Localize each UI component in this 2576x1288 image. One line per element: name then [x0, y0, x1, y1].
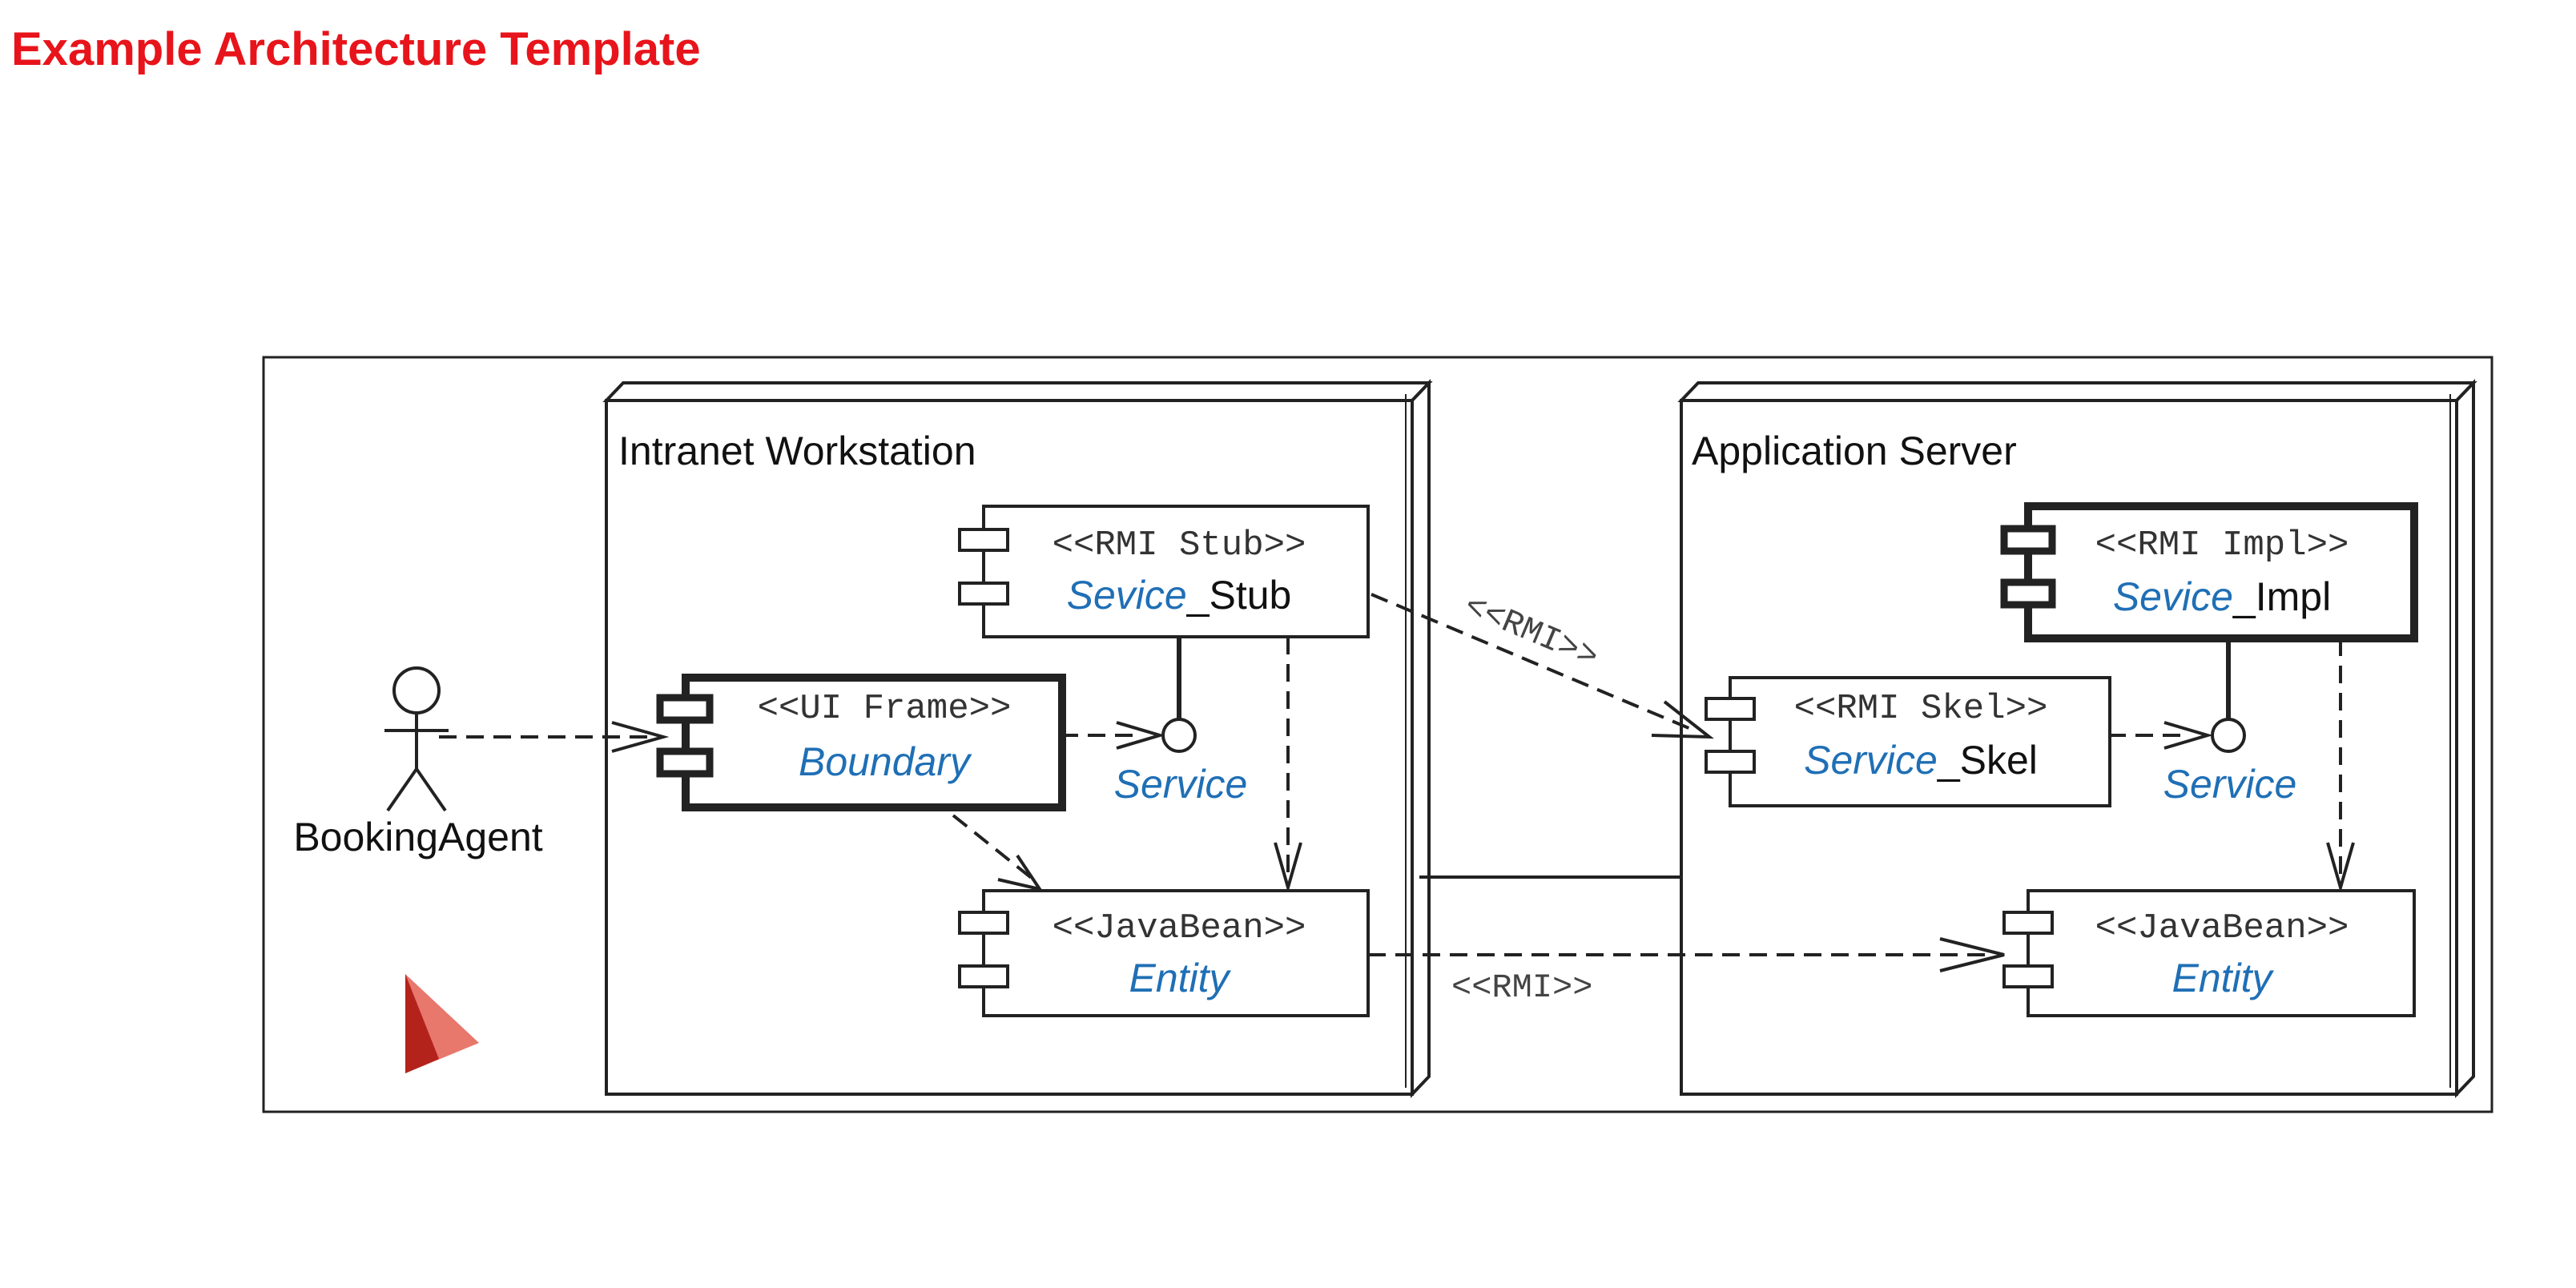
- component-entity-client[interactable]: <<JavaBean>> Entity: [958, 889, 1370, 1017]
- component-name: Entity: [1129, 956, 1231, 1000]
- component-name: Sevice_Impl: [2113, 574, 2331, 619]
- page-title: Example Architecture Template: [11, 23, 701, 75]
- component-rmi-impl[interactable]: <<RMI Impl>> Sevice_Impl: [2000, 502, 2418, 642]
- node-title-workstation: Intranet Workstation: [618, 429, 976, 473]
- actor-booking-agent[interactable]: BookingAgent: [293, 666, 543, 859]
- component-entity-server[interactable]: <<JavaBean>> Entity: [2002, 889, 2416, 1017]
- stick-figure-icon: [384, 666, 449, 812]
- component-port-icon: [1705, 697, 1756, 721]
- stereotype-label: <<RMI Skel>>: [1794, 689, 2048, 729]
- component-ui-frame-boundary[interactable]: <<UI Frame>> Boundary: [656, 674, 1066, 811]
- component-port-icon: [656, 694, 714, 724]
- boundary-to-service-arrow: [1061, 721, 1166, 750]
- component-port-icon: [1705, 750, 1756, 774]
- node-title-server: Application Server: [1692, 429, 2017, 473]
- component-name: Sevice_Stub: [1067, 573, 1292, 618]
- stereotype-label: <<RMI Stub>>: [1053, 525, 1306, 566]
- actor-uses-boundary-arrow: [439, 721, 670, 753]
- component-port-icon: [2000, 578, 2056, 609]
- stereotype-label: <<UI Frame>>: [758, 689, 1012, 729]
- component-name: Service_Skel: [1804, 738, 2038, 783]
- server-service-interface-icon[interactable]: [2211, 718, 2246, 753]
- component-rmi-skel[interactable]: <<RMI Skel>> Service_Skel: [1705, 676, 2111, 807]
- component-port-icon: [2000, 525, 2056, 555]
- component-port-icon: [958, 582, 1009, 606]
- stereotype-label: <<JavaBean>>: [2095, 908, 2349, 948]
- component-name: Boundary: [799, 739, 972, 784]
- stereotype-label: <<RMI Impl>>: [2095, 525, 2349, 566]
- component-port-icon: [958, 528, 1009, 552]
- component-rmi-stub[interactable]: <<RMI Stub>> Sevice_Stub: [958, 505, 1370, 638]
- component-port-icon: [2002, 911, 2054, 935]
- stub-to-entity-arrow: [1274, 637, 1302, 894]
- actor-label: BookingAgent: [293, 815, 542, 859]
- impl-to-entity-arrow: [2326, 638, 2355, 894]
- client-service-interface-icon[interactable]: [1161, 718, 1197, 753]
- stereotype-label: <<JavaBean>>: [1053, 908, 1306, 948]
- skel-to-service-arrow: [2108, 721, 2214, 750]
- component-name: Entity: [2171, 956, 2274, 1000]
- entity-rmi-arrow: [1368, 937, 2005, 972]
- component-port-icon: [958, 911, 1009, 935]
- pointer-cursor-icon: [405, 974, 479, 1073]
- diagram-frame: [262, 356, 2493, 1113]
- component-port-icon: [958, 964, 1009, 988]
- client-service-interface-label: Service: [1114, 762, 1248, 807]
- server-service-interface-label: Service: [2163, 762, 2297, 807]
- component-port-icon: [656, 747, 714, 778]
- component-port-icon: [2002, 964, 2054, 988]
- stub-to-skel-rmi-arrow: [1371, 593, 1714, 739]
- rmi-label-top: <<RMI>>: [1459, 587, 1604, 678]
- rmi-label-bottom: <<RMI>>: [1451, 968, 1592, 1007]
